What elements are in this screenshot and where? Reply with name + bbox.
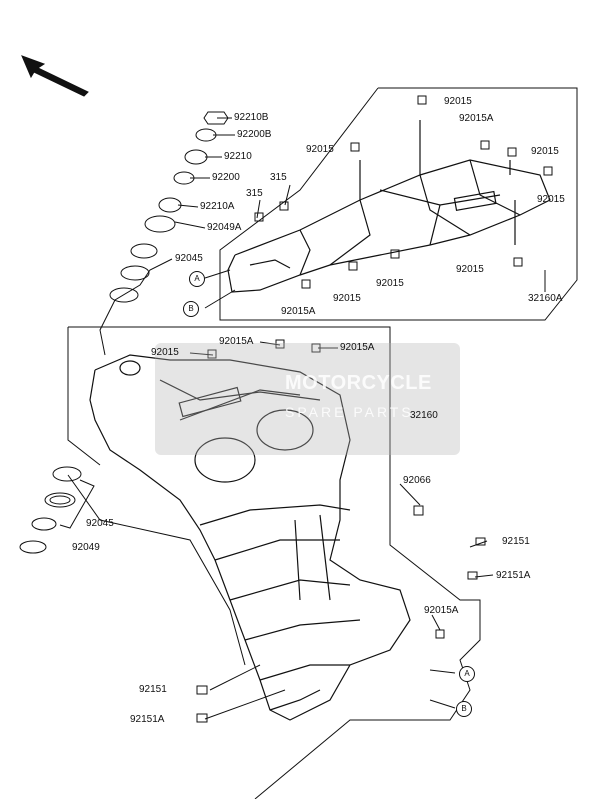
label-92045-top: 92045 [175, 253, 203, 264]
label-92066: 92066 [403, 475, 431, 486]
label-92015-m: 92015 [151, 347, 179, 358]
watermark-panel [155, 343, 460, 455]
label-92015A-m1: 92015A [219, 336, 254, 347]
watermark-title: MOTORCYCLE [285, 372, 432, 394]
label-92049: 92049 [72, 542, 100, 553]
label-92015A-tr: 92015A [459, 113, 494, 124]
label-92015-b2: 92015 [376, 278, 404, 289]
label-92151-r: 92151 [502, 536, 530, 547]
label-32160A: 32160A [528, 293, 563, 304]
label-92200: 92200 [212, 172, 240, 183]
ref-marker-b-upper: B [183, 301, 199, 317]
bolt-icon [196, 95, 553, 723]
label-92045-bot: 92045 [86, 518, 114, 529]
label-92015-br: 92015 [456, 264, 484, 275]
label-92015A-r: 92015A [424, 605, 459, 616]
label-92015A-m2: 92015A [340, 342, 375, 353]
label-92151A-l: 92151A [130, 714, 165, 725]
label-92210B: 92210B [234, 112, 269, 123]
label-92210A: 92210A [200, 201, 235, 212]
label-92015-tr3: 92015 [537, 194, 565, 205]
label-92200B: 92200B [237, 129, 272, 140]
label-315-b: 315 [246, 188, 263, 199]
label-92049A: 92049A [207, 222, 242, 233]
ref-marker-a-upper: A [189, 271, 205, 287]
frame-32160 [89, 354, 411, 721]
label-92210: 92210 [224, 151, 252, 162]
label-92015-tl: 92015 [306, 144, 334, 155]
ref-marker-a-lower: A [459, 666, 475, 682]
label-92015A-b: 92015A [281, 306, 316, 317]
label-32160: 32160 [410, 410, 438, 421]
label-92151A-r: 92151A [496, 570, 531, 581]
subframe-32160A [227, 120, 551, 293]
watermark-subtitle: SPARE PARTS [285, 404, 414, 420]
label-92015-tr2: 92015 [531, 146, 559, 157]
label-92015-b1: 92015 [333, 293, 361, 304]
ref-marker-b-lower: B [456, 701, 472, 717]
label-92151-l: 92151 [139, 684, 167, 695]
direction-arrow-icon [21, 55, 89, 97]
label-92015-tr1: 92015 [444, 96, 472, 107]
label-315-a: 315 [270, 172, 287, 183]
